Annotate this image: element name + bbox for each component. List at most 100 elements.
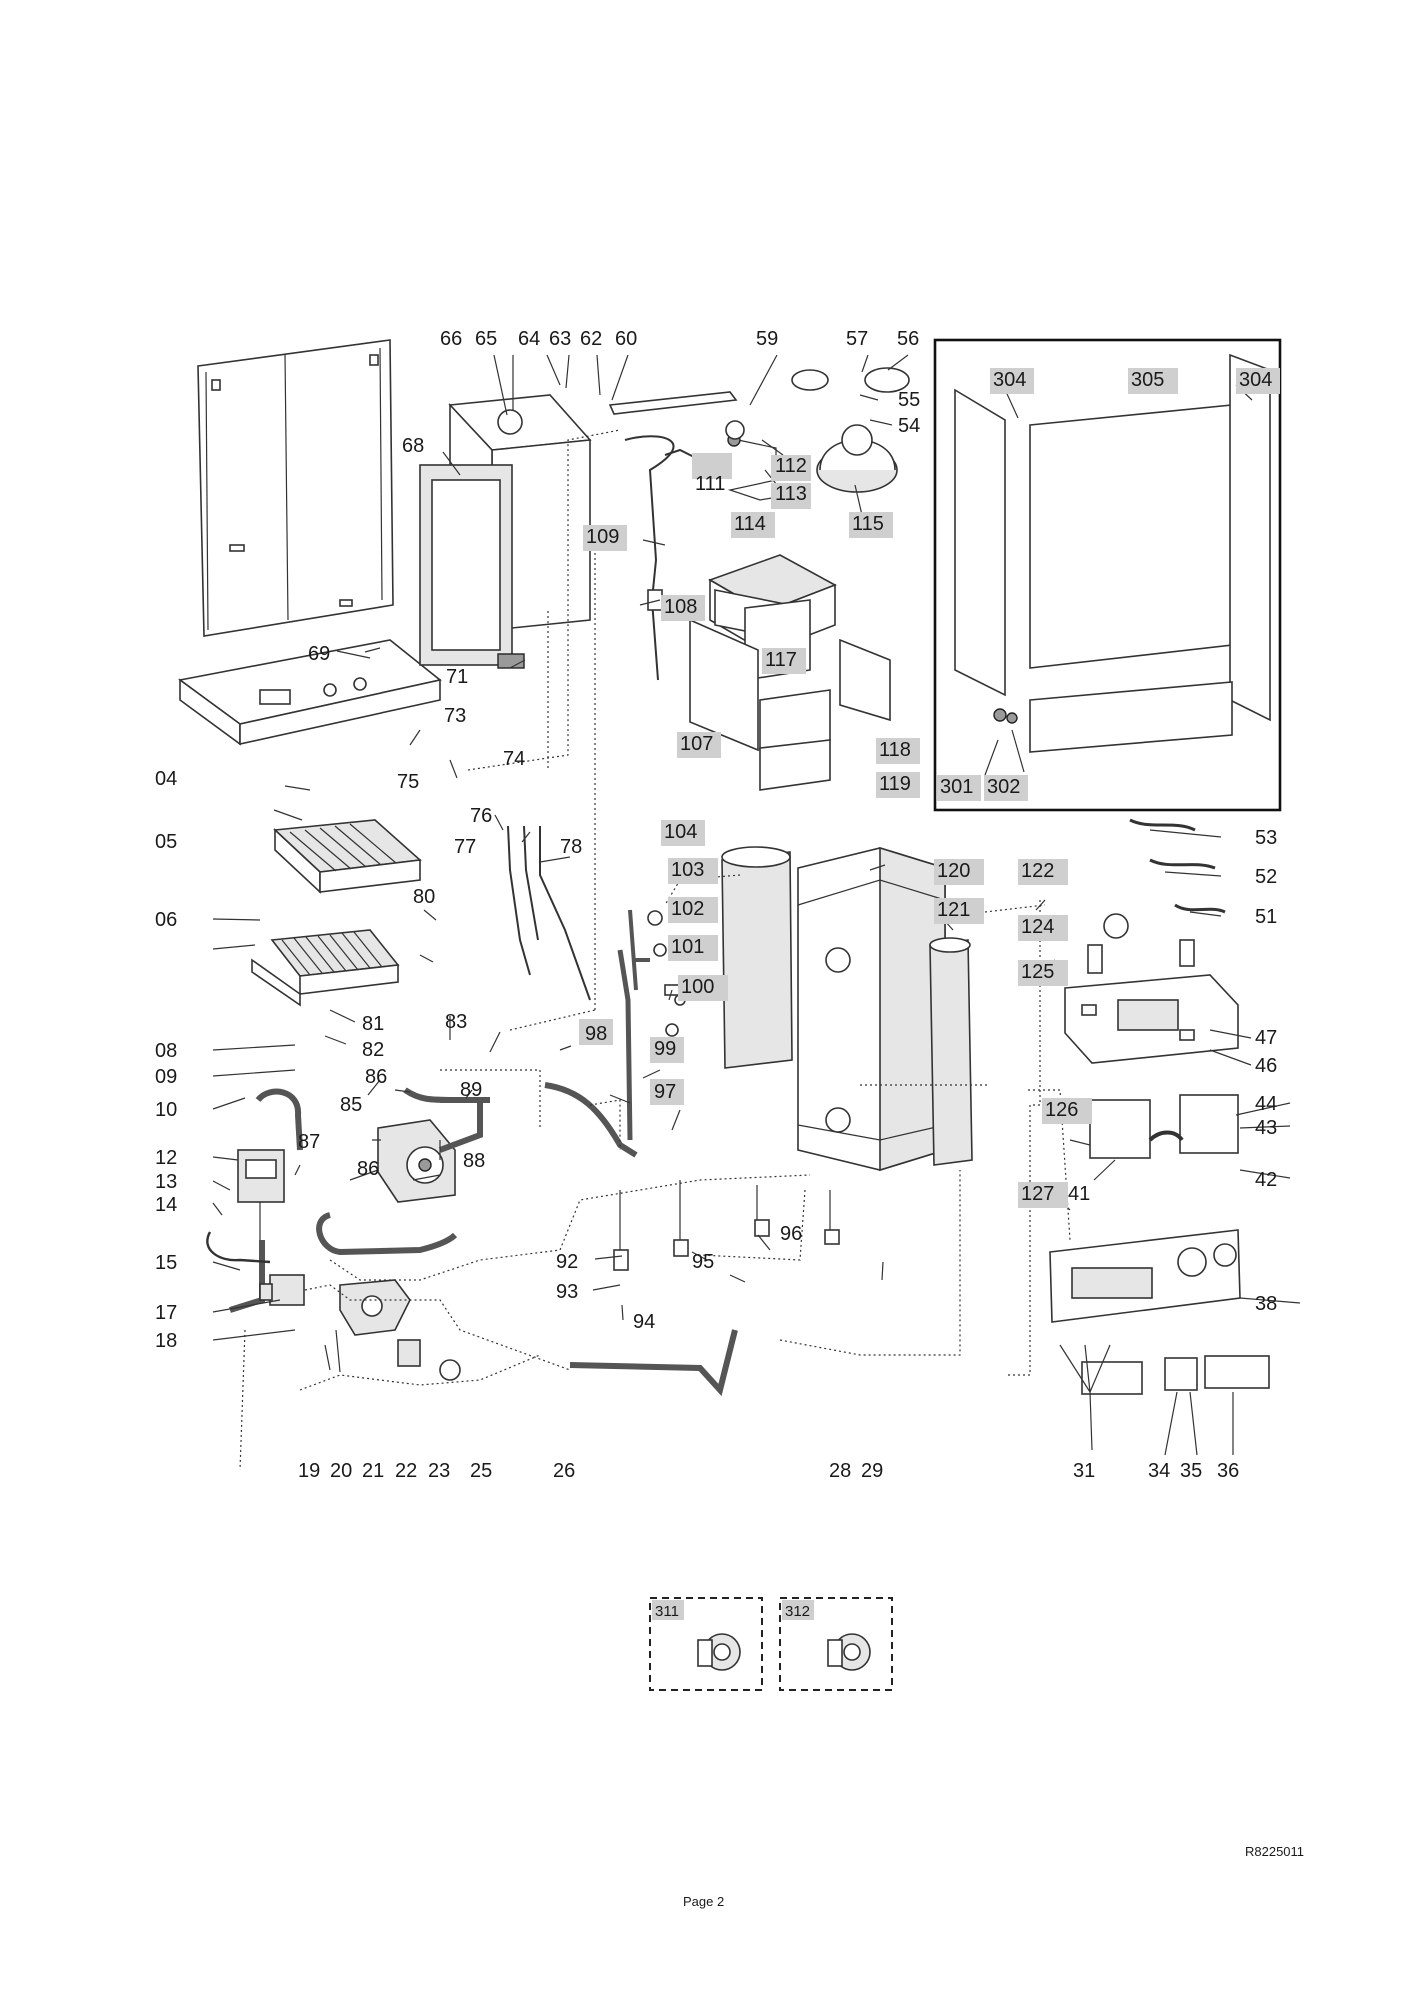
label-15: 15: [155, 1252, 177, 1274]
label-122: 122: [1021, 860, 1054, 882]
expansion-vessel: [929, 937, 973, 1166]
label-63: 63: [549, 328, 571, 350]
back-panel: [197, 339, 394, 637]
label-64: 64: [518, 328, 540, 350]
label-94: 94: [633, 1311, 655, 1333]
label-21: 21: [362, 1460, 384, 1482]
label-86a: 86: [365, 1066, 387, 1088]
reference-code: R8225011: [1245, 1844, 1304, 1859]
label-09: 09: [155, 1066, 177, 1088]
label-104: 104: [664, 821, 697, 843]
label-41: 41: [1068, 1183, 1090, 1205]
label-25: 25: [470, 1460, 492, 1482]
label-43: 43: [1255, 1117, 1277, 1139]
label-92: 92: [556, 1251, 578, 1273]
label-97: 97: [654, 1081, 676, 1103]
pcb-boards: [1089, 1094, 1239, 1159]
label-54: 54: [898, 415, 920, 437]
label-87: 87: [298, 1131, 320, 1153]
heat-exchanger: [273, 819, 422, 894]
label-38: 38: [1255, 1293, 1277, 1315]
label-55: 55: [898, 389, 920, 411]
label-100: 100: [681, 976, 714, 998]
kit-311: 311: [649, 1597, 763, 1691]
label-301: 301: [940, 776, 973, 798]
fittings-small: [628, 909, 686, 1037]
label-96: 96: [780, 1223, 802, 1245]
hydraulic-block: [324, 1279, 461, 1381]
label-59: 59: [756, 328, 778, 350]
bracket-bar: [608, 391, 738, 415]
label-115: 115: [852, 513, 884, 535]
label-102: 102: [671, 898, 704, 920]
label-12: 12: [155, 1147, 177, 1169]
label-99: 99: [654, 1038, 676, 1060]
label-126: 126: [1045, 1099, 1078, 1121]
label-305: 305: [1131, 369, 1164, 391]
label-35: 35: [1180, 1460, 1202, 1482]
label-124: 124: [1021, 916, 1054, 938]
label-06: 06: [155, 909, 177, 931]
label-73: 73: [444, 705, 466, 727]
label-77: 77: [454, 836, 476, 858]
label-71: 71: [446, 666, 468, 688]
label-22: 22: [395, 1460, 417, 1482]
part-labels: 66 65 64 63 62 60 68 69 71 73 04 74 75 7…: [155, 328, 1277, 1482]
label-75: 75: [397, 771, 419, 793]
label-101: 101: [671, 936, 704, 958]
label-56: 56: [897, 328, 919, 350]
wiring-harness: [624, 435, 701, 681]
label-60: 60: [615, 328, 637, 350]
label-68: 68: [402, 435, 424, 457]
label-125: 125: [1021, 961, 1054, 983]
label-42: 42: [1255, 1169, 1277, 1191]
label-26: 26: [553, 1460, 575, 1482]
label-62: 62: [580, 328, 602, 350]
label-103: 103: [671, 859, 704, 881]
hot-water-tank: [797, 846, 946, 1172]
label-14: 14: [155, 1194, 177, 1216]
label-118: 118: [879, 739, 911, 761]
label-112: 112: [775, 455, 807, 477]
anode-cylinder: [721, 846, 793, 1069]
label-46: 46: [1255, 1055, 1277, 1077]
label-31: 31: [1073, 1460, 1095, 1482]
cables: [1087, 818, 1226, 974]
label-117: 117: [765, 649, 797, 671]
label-19: 19: [298, 1460, 320, 1482]
combustion-chamber-frame: [419, 394, 592, 669]
label-05: 05: [155, 831, 177, 853]
control-box: [1064, 974, 1239, 1064]
chassis-base: [178, 639, 442, 746]
connection-lines: [239, 429, 1071, 1471]
label-88: 88: [463, 1150, 485, 1172]
label-86b: 86: [357, 1158, 379, 1180]
circulating-pump: [377, 1119, 456, 1203]
label-304b: 304: [1239, 369, 1272, 391]
label-74: 74: [503, 748, 525, 770]
label-107: 107: [680, 733, 713, 755]
label-18: 18: [155, 1330, 177, 1352]
label-89: 89: [460, 1079, 482, 1101]
label-47: 47: [1255, 1027, 1277, 1049]
label-34: 34: [1148, 1460, 1170, 1482]
label-81: 81: [362, 1013, 384, 1035]
label-95: 95: [692, 1251, 714, 1273]
label-29: 29: [861, 1460, 883, 1482]
label-53: 53: [1255, 827, 1277, 849]
label-111: 111: [695, 473, 725, 495]
label-82: 82: [362, 1039, 384, 1061]
label-36: 36: [1217, 1460, 1239, 1482]
label-127: 127: [1021, 1183, 1054, 1205]
kit-312-label: 312: [785, 1603, 810, 1620]
label-17: 17: [155, 1302, 177, 1324]
kit-312: 312: [779, 1597, 893, 1691]
gas-valve: [237, 1149, 285, 1240]
expansion-pipe: [440, 949, 738, 1397]
label-44: 44: [1255, 1093, 1277, 1115]
label-69: 69: [308, 643, 330, 665]
label-78: 78: [560, 836, 582, 858]
combustion-panels: [689, 589, 891, 791]
